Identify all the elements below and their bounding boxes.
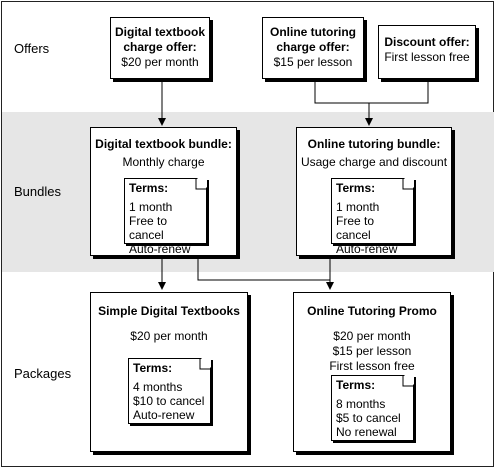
terms-item: 4 months	[133, 380, 183, 394]
package-tutoring-line: First lesson free	[329, 359, 415, 373]
terms-item: Free to cancel	[336, 214, 375, 242]
page-fold-icon	[201, 358, 211, 368]
bundle-digital-terms: Terms: 1 month Free to cancel Auto-renew	[124, 178, 207, 256]
package-digital-line: $20 per month	[130, 329, 208, 343]
offer-discount-title: Discount offer:	[384, 35, 470, 49]
offer-tutoring-price: $15 per lesson	[273, 55, 353, 69]
terms-header: Terms:	[336, 378, 376, 392]
package-digital-terms: Terms: 4 months $10 to cancel Auto-renew	[128, 358, 211, 424]
offer-discount-line: First lesson free	[384, 50, 470, 64]
bundle-tutoring-terms: Terms: 1 month Free to cancel Auto-renew	[331, 178, 414, 256]
terms-item: $5 to cancel	[336, 411, 401, 425]
package-digital-title: Simple Digital Textbooks	[98, 304, 240, 318]
terms-header: Terms:	[129, 181, 169, 195]
offer-digital-title-1: Digital textbook	[114, 25, 205, 39]
section-label-offers: Offers	[14, 41, 50, 56]
terms-item: 8 months	[336, 397, 386, 411]
page-fold-icon	[197, 178, 207, 188]
offer-digital-title-2: charge offer:	[123, 40, 197, 54]
package-tutoring-line: $20 per month	[333, 329, 411, 343]
offer-tutoring-title-2: charge offer:	[276, 40, 350, 54]
section-label-bundles: Bundles	[14, 184, 61, 199]
bundle-digital-line: Monthly charge	[122, 155, 205, 169]
terms-header: Terms:	[336, 181, 376, 195]
wire-digital-bundle-to-promo	[197, 256, 330, 281]
page-fold-icon	[404, 178, 414, 188]
offer-discount: Discount offer: First lesson free	[378, 25, 476, 79]
terms-item: Free to cancel	[129, 214, 168, 242]
terms-header: Terms:	[133, 361, 173, 375]
terms-item: Auto-renew	[336, 242, 398, 256]
offer-digital-textbook: Digital textbook charge offer: $20 per m…	[110, 17, 210, 79]
offer-online-tutoring: Online tutoring charge offer: $15 per le…	[262, 17, 364, 79]
bundle-tutoring-title: Online tutoring bundle:	[307, 137, 441, 151]
package-tutoring-title: Online Tutoring Promo	[307, 304, 437, 318]
offer-digital-price: $20 per month	[121, 55, 199, 69]
terms-item: Auto-renew	[133, 408, 195, 422]
terms-item: $10 to cancel	[133, 394, 205, 408]
terms-item: No renewal	[336, 425, 397, 439]
section-label-packages: Packages	[14, 366, 72, 381]
package-tutoring-line: $15 per lesson	[332, 344, 412, 358]
terms-item: 1 month	[336, 200, 380, 214]
bundle-digital-title: Digital textbook bundle:	[95, 137, 232, 151]
bundle-tutoring-line: Usage charge and discount	[300, 155, 448, 169]
page-fold-icon	[404, 375, 414, 385]
wire-tutoring-discount-merge	[314, 79, 429, 104]
package-tutoring-terms: Terms: 8 months $5 to cancel No renewal	[331, 375, 414, 441]
terms-item: 1 month	[129, 200, 173, 214]
terms-item: Auto-renew	[129, 242, 191, 256]
offer-tutoring-title-1: Online tutoring	[270, 25, 356, 39]
